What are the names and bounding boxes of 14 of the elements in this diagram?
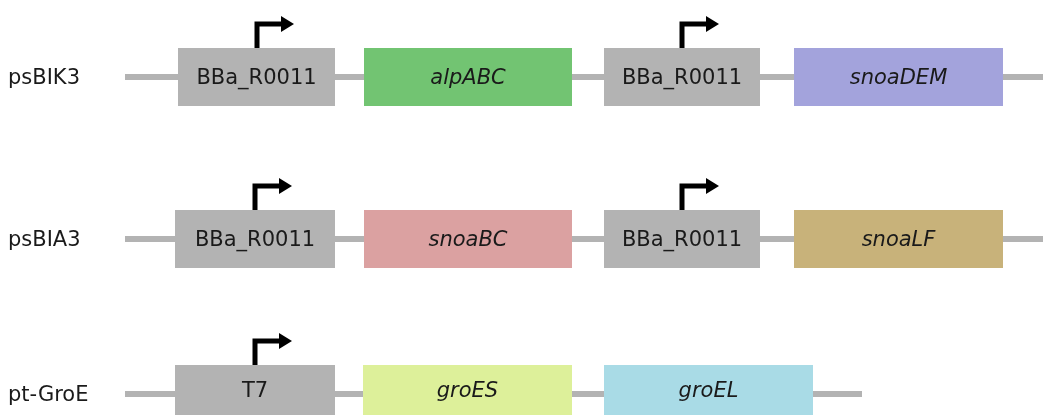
gene-part: groES — [363, 365, 572, 415]
gene-part: snoaBC — [364, 210, 572, 268]
promoter-part: T7 — [175, 365, 335, 415]
gene-part: snoaLF — [794, 210, 1003, 268]
gene-part: alpABC — [364, 48, 572, 106]
gene-part: snoaDEM — [794, 48, 1003, 106]
construct-label: psBIK3 — [8, 65, 80, 89]
construct-label: pt-GroE — [8, 382, 89, 406]
promoter-part: BBa_R0011 — [604, 210, 760, 268]
promoter-part: BBa_R0011 — [604, 48, 760, 106]
promoter-part: BBa_R0011 — [178, 48, 335, 106]
construct-label: psBIA3 — [8, 227, 81, 251]
promoter-part: BBa_R0011 — [175, 210, 335, 268]
gene-part: groEL — [604, 365, 813, 415]
